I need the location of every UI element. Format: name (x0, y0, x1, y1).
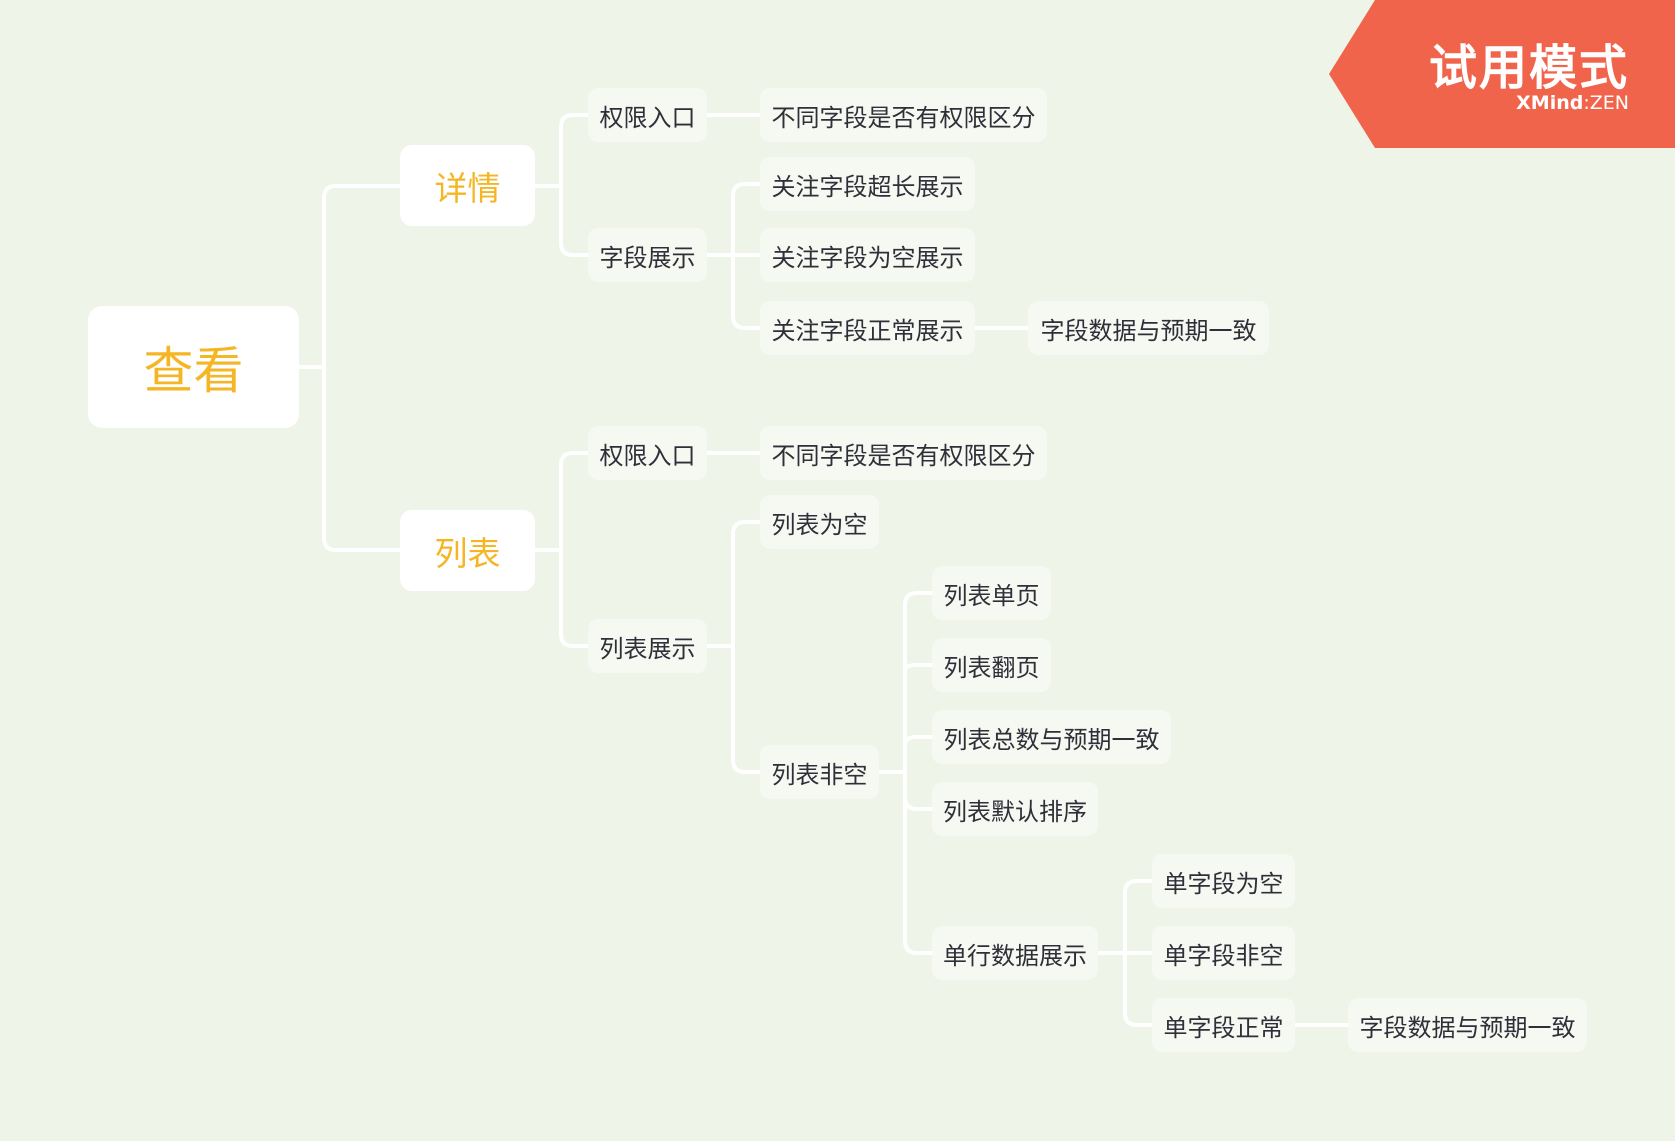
topic-detail-permission-child[interactable]: 不同字段是否有权限区分 (760, 88, 1047, 142)
topic-field-single-nonempty[interactable]: 单字段非空 (1152, 926, 1295, 980)
topic-field-empty[interactable]: 关注字段为空展示 (760, 228, 975, 282)
link-list-permission (533, 451, 590, 552)
link-field-long (705, 182, 762, 257)
topic-detail[interactable]: 详情 (400, 145, 535, 226)
topic-list-display[interactable]: 列表展示 (588, 619, 707, 673)
link-row-normal (1096, 951, 1154, 1027)
topic-list-permission[interactable]: 权限入口 (588, 426, 707, 480)
link-display-empty (705, 520, 762, 648)
topic-field-normal-child[interactable]: 字段数据与预期一致 (1028, 301, 1269, 355)
topic-list-empty[interactable]: 列表为空 (760, 495, 879, 549)
brand-name: XMind (1516, 92, 1584, 114)
badge-shape (1329, 0, 1675, 148)
link-nonempty-row (877, 770, 934, 955)
topic-list-nonempty[interactable]: 列表非空 (760, 745, 879, 799)
link-root-list (297, 365, 402, 552)
topic-field-single-normal-child[interactable]: 字段数据与预期一致 (1348, 998, 1587, 1052)
topic-list-default-sort[interactable]: 列表默认排序 (932, 782, 1098, 836)
link-nonempty-paging (903, 663, 934, 672)
link-nonempty-single (877, 591, 934, 774)
link-display-nonempty (705, 644, 762, 774)
link-list-display (533, 548, 590, 648)
topic-detail-permission[interactable]: 权限入口 (588, 88, 707, 142)
link-nonempty-sort (903, 795, 934, 811)
link-detail-permission (533, 113, 590, 188)
topic-list-paging[interactable]: 列表翻页 (932, 638, 1051, 692)
link-nonempty-total (903, 735, 934, 746)
topic-field-long[interactable]: 关注字段超长展示 (760, 157, 975, 211)
link-detail-field (533, 184, 590, 257)
topic-detail-field-display[interactable]: 字段展示 (588, 228, 707, 282)
brand-separator: : (1583, 92, 1590, 114)
brand-edition: ZEN (1589, 92, 1629, 114)
trial-mode-title: 试用模式 (1428, 40, 1629, 96)
topic-list-single-page[interactable]: 列表单页 (932, 566, 1051, 620)
topic-field-single-normal[interactable]: 单字段正常 (1152, 998, 1295, 1052)
topic-list-permission-child[interactable]: 不同字段是否有权限区分 (760, 426, 1047, 480)
topic-field-single-empty[interactable]: 单字段为空 (1152, 854, 1295, 908)
link-field-normal (705, 253, 762, 330)
topic-row-display[interactable]: 单行数据展示 (932, 926, 1098, 980)
topic-field-normal[interactable]: 关注字段正常展示 (760, 301, 975, 355)
xmind-zen-logo: XMind:ZEN (1516, 92, 1629, 114)
topic-list[interactable]: 列表 (400, 510, 535, 591)
trial-mode-badge: 试用模式 XMind:ZEN (1329, 0, 1675, 148)
topic-list-total[interactable]: 列表总数与预期一致 (932, 710, 1171, 764)
root-node[interactable]: 查看 (88, 306, 299, 428)
link-root-detail (297, 184, 402, 369)
link-row-empty (1096, 879, 1154, 955)
